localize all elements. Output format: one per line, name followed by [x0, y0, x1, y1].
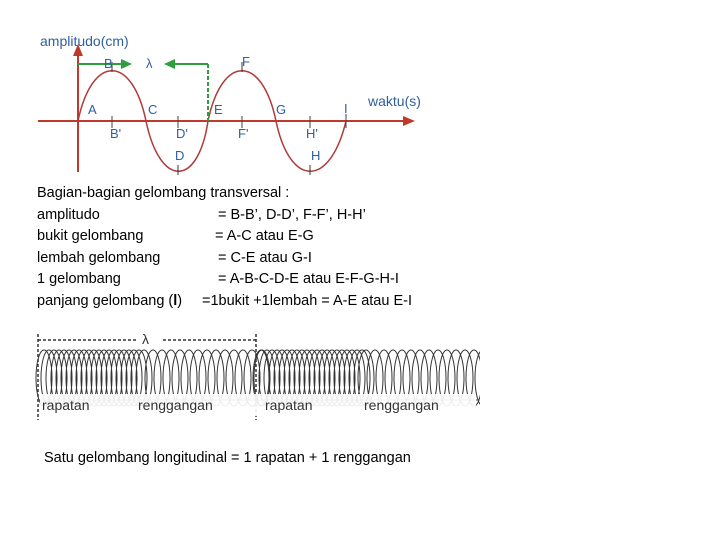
definition-term: lembah gelombang	[37, 249, 161, 266]
definition-term: bukit gelombang	[37, 228, 144, 244]
longitudinal-summary: Satu gelombang longitudinal = 1 rapatan …	[44, 450, 411, 466]
longitudinal-lambda-symbol: λ	[142, 331, 149, 347]
lambda-arrowhead-right	[121, 59, 132, 69]
point-label-a: A	[88, 102, 97, 117]
point-label-b-prime: B'	[110, 126, 121, 141]
point-label-g: G	[276, 102, 286, 117]
definition-value: = A-C atau E-G	[215, 228, 314, 244]
label-renggangan-1: renggangan	[138, 397, 213, 413]
x-axis-label: waktu(s)	[367, 93, 421, 109]
point-label-f-prime: F'	[238, 126, 248, 141]
x-axis-arrowhead	[403, 116, 415, 126]
point-label-h: H	[311, 148, 320, 163]
definition-value: =1bukit +1lembah = A-E atau E-I	[202, 292, 412, 309]
definition-value: = B-B’, D-D’, F-F’, H-H’	[218, 206, 366, 223]
y-axis-arrowhead	[73, 44, 83, 56]
point-label-b: B	[104, 56, 113, 71]
y-axis-label: amplitudo(cm)	[40, 33, 129, 49]
point-label-i: I	[344, 101, 348, 116]
label-renggangan-2: renggangan	[364, 397, 439, 413]
longitudinal-wave-diagram: λ rapatan renggangan rapatan renggangan	[35, 331, 480, 420]
point-label-d-prime: D'	[176, 126, 188, 141]
definition-term: 1 gelombang	[37, 271, 121, 287]
spring-coil	[474, 351, 480, 405]
point-label-h-prime: H'	[306, 126, 318, 141]
point-label-d: D	[175, 148, 184, 163]
lambda-label-background	[138, 331, 162, 347]
definitions-heading: Bagian-bagian gelombang transversal :	[37, 185, 290, 201]
point-label-e: E	[214, 102, 223, 117]
point-label-f: F	[242, 54, 250, 69]
point-label-c: C	[148, 102, 157, 117]
lambda-arrowhead-left	[164, 59, 175, 69]
definition-value: = A-B-C-D-E atau E-F-G-H-I	[218, 271, 399, 287]
definition-value: = C-E atau G-I	[218, 249, 312, 266]
label-rapatan-2: rapatan	[265, 397, 312, 413]
definition-term: panjang gelombang (l)	[37, 292, 183, 309]
label-rapatan-1: rapatan	[42, 397, 89, 413]
lambda-symbol: λ	[146, 56, 153, 71]
transverse-wave-diagram: amplitudo(cm) waktu(s) λ B F A C E G I B…	[38, 33, 421, 175]
definition-term: amplitudo	[37, 206, 100, 223]
spring-label-background	[40, 394, 476, 416]
